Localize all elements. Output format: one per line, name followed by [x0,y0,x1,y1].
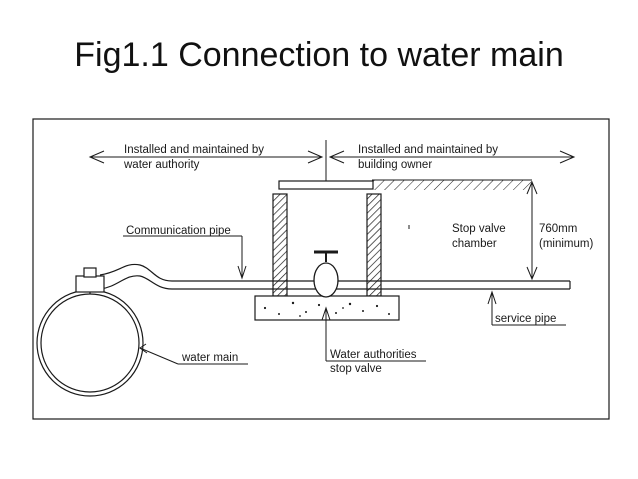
authority-valve-label-line1: Water authorities [330,349,417,361]
stop-valve [313,250,339,298]
water-main-label: water main [181,352,238,364]
pipe [99,263,571,290]
page-title: Fig1.1 Connection to water main [74,36,564,74]
chamber-cover [278,180,374,190]
water-authority-label-line2: water authority [123,159,200,171]
stop-valve-chamber-label-line1: Stop valve [452,223,506,235]
water-authority-label-line1: Installed and maintained by [124,144,264,156]
depth-label-line1: 760mm [539,223,577,235]
depth-label-line2: (minimum) [539,238,593,250]
water-authority-extent-arrow [88,150,324,164]
base-aggregate [263,301,390,317]
water-main-leader [139,347,179,365]
chamber-base [254,295,400,321]
ferrule [75,275,105,293]
ground-hatch [372,180,532,190]
water-main [36,289,144,397]
building-owner-label-line2: building owner [358,159,432,171]
stop-valve-chamber-label-line2: chamber [452,238,497,250]
service-pipe-label: service pipe [495,313,556,325]
diagram-frame [32,118,610,420]
building-owner-label-line1: Installed and maintained by [358,144,498,156]
depth-dimension-arrow [526,180,538,281]
authority-valve-label-line2: stop valve [330,363,382,375]
building-owner-extent-arrow [328,150,576,164]
communication-pipe-label: Communication pipe [126,225,231,237]
